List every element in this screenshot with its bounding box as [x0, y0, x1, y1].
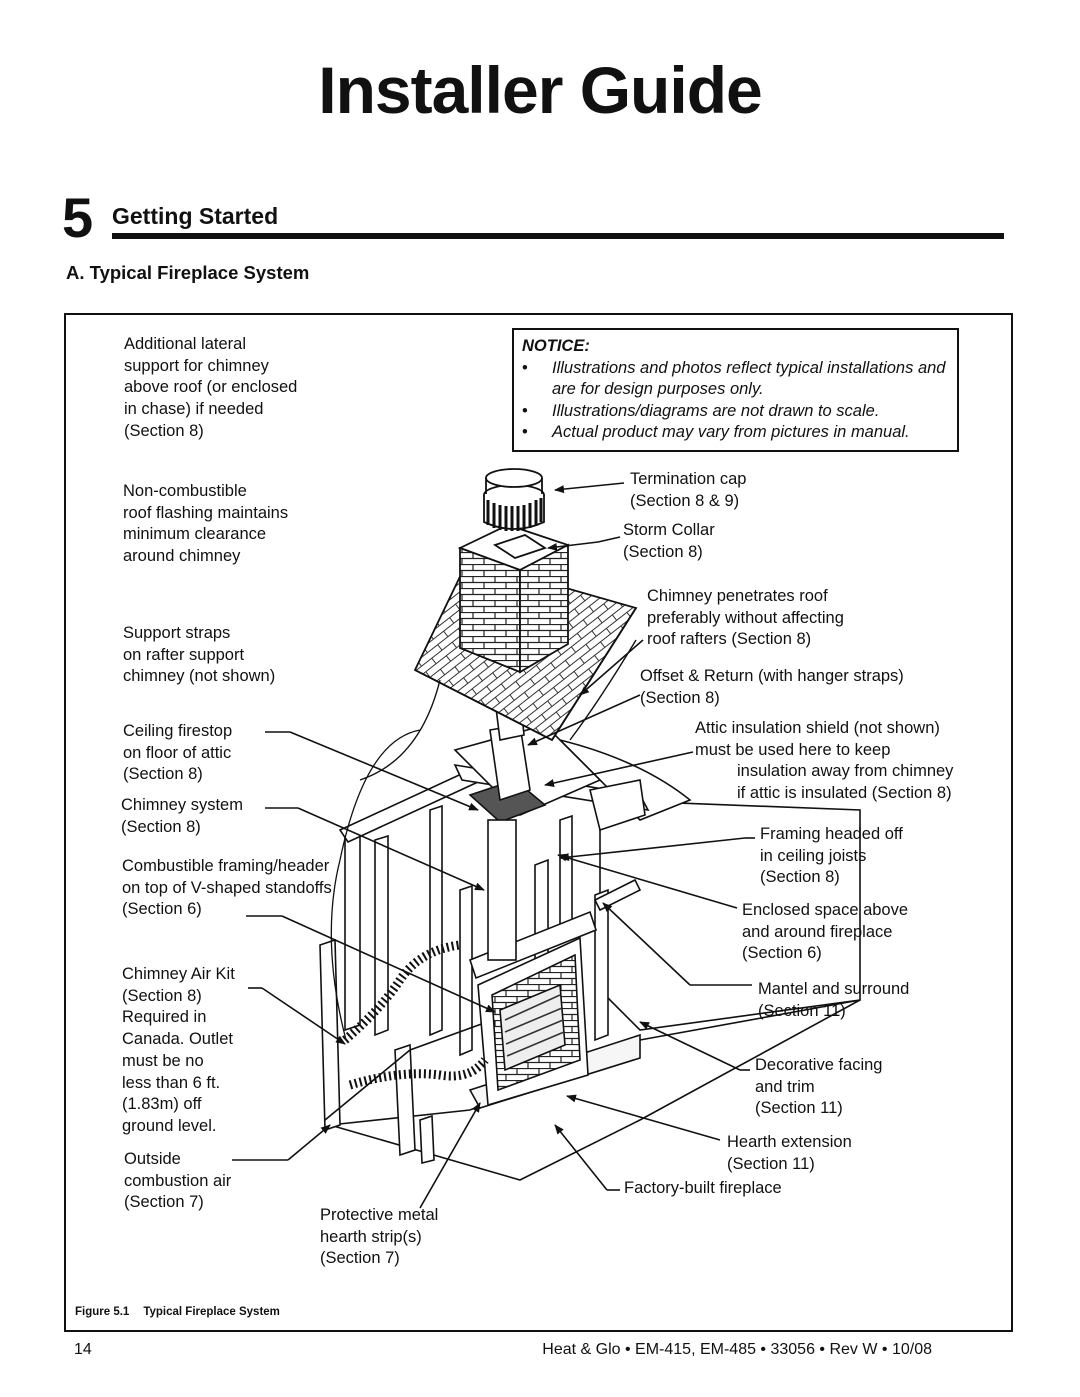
notice-item: Illustrations and photos reflect typical… — [522, 358, 949, 401]
label-decorative-facing: Decorative facing and trim (Section 11) — [755, 1056, 883, 1118]
label-hearth-extension: Hearth extension (Section 11) — [727, 1133, 852, 1173]
label-factory-fireplace: Factory-built fireplace — [624, 1179, 782, 1197]
label-storm-collar: Storm Collar (Section 8) — [623, 521, 715, 561]
notice-list: Illustrations and photos reflect typical… — [522, 358, 949, 444]
notice-item: Illustrations/diagrams are not drawn to … — [522, 401, 949, 423]
label-hearth-strips: Protective metal hearth strip(s) (Sectio… — [320, 1206, 439, 1268]
figure-caption: Figure 5.1 Typical Fireplace System — [75, 1306, 280, 1318]
section-number: 5 — [62, 186, 94, 249]
label-combustible-framing: Combustible framing/header on top of V-s… — [122, 857, 332, 919]
footer-text: Heat & Glo • EM-415, EM-485 • 33056 • Re… — [542, 1341, 932, 1358]
notice-item: Actual product may vary from pictures in… — [522, 422, 949, 444]
label-roof-flashing: Non-combustible roof flashing maintains … — [123, 482, 289, 566]
air-kit-hose — [342, 940, 489, 1090]
leader-lines — [232, 482, 755, 1209]
label-outside-air: Outside combustion air (Section 7) — [124, 1150, 232, 1212]
label-attic-shield: Attic insulation shield (not shown) must… — [695, 719, 940, 759]
label-framing-headed: Framing headed off in ceiling joists (Se… — [760, 825, 903, 887]
subsection-title: A. Typical Fireplace System — [66, 262, 310, 283]
label-ceiling-firestop: Ceiling firestop on floor of attic (Sect… — [123, 722, 233, 784]
label-mantel: Mantel and surround (Section 11) — [758, 980, 910, 1020]
label-lateral-support: Additional lateral support for chimney a… — [124, 335, 298, 440]
label-chimney-penetrates: Chimney penetrates roof preferably witho… — [647, 587, 844, 649]
section-title: Getting Started — [112, 203, 279, 229]
page-number: 14 — [74, 1341, 92, 1358]
figure-number: Figure 5.1 — [75, 1306, 130, 1318]
document-title: Installer Guide — [318, 53, 762, 127]
label-chimney-air-kit: Chimney Air Kit (Section 8) Required in … — [122, 965, 235, 1135]
figure-frame — [64, 313, 1013, 1332]
label-enclosed-space: Enclosed space above and around fireplac… — [742, 901, 909, 963]
label-attic-shield-cont: insulation away from chimney if attic is… — [737, 762, 954, 802]
termination-cap — [483, 468, 545, 531]
label-termination-cap: Termination cap (Section 8 & 9) — [630, 470, 747, 510]
firebox — [469, 910, 597, 1107]
room-walls — [557, 738, 861, 1031]
notice-box: NOTICE: Illustrations and photos reflect… — [512, 328, 959, 452]
notice-title: NOTICE: — [522, 337, 590, 355]
section-rule — [112, 233, 1004, 239]
brick-chase — [457, 524, 571, 674]
label-offset-return: Offset & Return (with hanger straps) (Se… — [640, 667, 904, 707]
figure-title: Typical Fireplace System — [143, 1306, 280, 1318]
label-support-straps: Support straps on rafter support chimney… — [123, 624, 276, 686]
label-chimney-system: Chimney system (Section 8) — [121, 796, 243, 836]
